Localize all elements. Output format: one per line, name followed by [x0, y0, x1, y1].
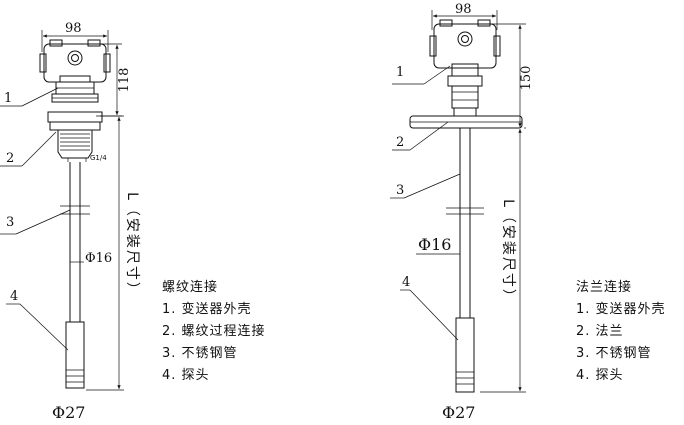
right-legend-item: 2. 法兰 [576, 324, 624, 339]
left-callout-4: 4 [10, 289, 18, 304]
right-width-label: 98 [455, 2, 472, 17]
right-legend-item: 1. 变送器外壳 [576, 302, 666, 317]
left-housing [39, 39, 111, 103]
left-legend: 螺纹连接 1. 变送器外壳 2. 螺纹过程连接 3. 不锈钢管 4. 探头 [162, 277, 266, 387]
left-callout-3: 3 [6, 215, 14, 230]
right-callout-4: 4 [402, 275, 410, 290]
right-height-label: 150 [519, 66, 534, 91]
right-legend: 法兰连接 1. 变送器外壳 2. 法兰 3. 不锈钢管 4. 探头 [576, 277, 666, 387]
left-callout-1: 1 [4, 91, 12, 106]
left-legend-item: 2. 螺纹过程连接 [162, 324, 266, 339]
left-probe-diameter: Φ27 [52, 403, 85, 422]
thread-size-label: G1/4 [90, 154, 107, 162]
right-tube-diameter: Φ16 [418, 235, 451, 254]
left-legend-item: 4. 探头 [162, 368, 210, 383]
left-height-dimension: 118 [96, 43, 132, 117]
left-thread-connection: G1/4 [47, 111, 107, 162]
left-legend-title: 螺纹连接 [162, 280, 219, 295]
right-callout-2: 2 [396, 135, 404, 150]
left-tube: Φ16 [60, 162, 112, 322]
right-legend-title: 法兰连接 [576, 280, 633, 295]
right-height-dimension: 150 [490, 23, 534, 129]
right-flange [409, 107, 523, 129]
right-callout-3: 3 [396, 183, 404, 198]
left-length-dimension: L（安装尺寸） [86, 115, 140, 391]
left-drawing: 98 [0, 21, 140, 422]
right-callout-1: 1 [396, 65, 404, 80]
right-tube: Φ16 [416, 128, 484, 318]
right-probe: Φ27 [442, 317, 475, 422]
left-legend-item: 1. 变送器外壳 [162, 302, 252, 317]
left-width-dimension: 98 [41, 21, 109, 52]
left-tube-diameter: Φ16 [85, 251, 112, 266]
left-length-label: L（安装尺寸） [124, 192, 140, 298]
right-legend-item: 4. 探头 [576, 368, 624, 383]
right-length-dimension: L（安装尺寸） [480, 129, 526, 393]
right-length-label: L（安装尺寸） [500, 199, 516, 305]
right-legend-item: 3. 不锈钢管 [576, 346, 652, 361]
right-drawing: 98 150 [390, 2, 534, 422]
left-legend-item: 3. 不锈钢管 [162, 346, 238, 361]
left-callout-2: 2 [6, 151, 14, 166]
left-width-label: 98 [65, 21, 82, 36]
right-callouts: 1 2 3 4 [390, 65, 461, 341]
right-width-dimension: 98 [431, 2, 498, 30]
left-height-label: 118 [117, 68, 132, 93]
left-probe: Φ27 [52, 321, 85, 422]
left-callouts: 1 2 3 4 [0, 87, 71, 351]
right-probe-diameter: Φ27 [442, 403, 475, 422]
right-housing [429, 19, 501, 109]
